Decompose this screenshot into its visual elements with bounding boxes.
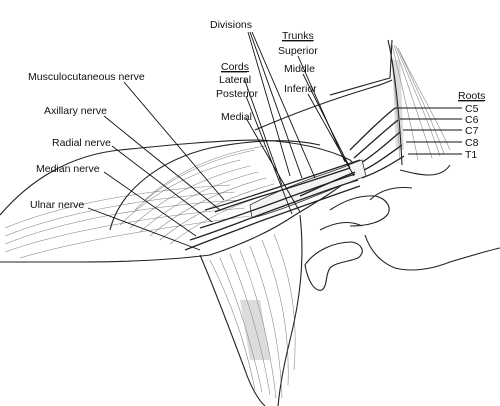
- musculocutaneous-nerve-path: [204, 159, 361, 211]
- labels: Divisions Trunks Superior Middle Inferio…: [28, 19, 485, 211]
- axillary-nerve-path: [214, 167, 351, 213]
- scapula-outline: [319, 221, 363, 231]
- label-trunk-superior: Superior: [278, 45, 318, 57]
- root-c5-nerve: [349, 107, 396, 151]
- chest-outline-2: [277, 214, 303, 406]
- root-c6-nerve: [353, 119, 399, 159]
- label-roots-heading: Roots: [458, 90, 485, 102]
- label-cord-lateral: Lateral: [219, 74, 251, 86]
- chest-fibers: [209, 233, 296, 399]
- label-cord-posterior: Posterior: [216, 88, 259, 100]
- label-axillary-nerve: Axillary nerve: [44, 105, 107, 117]
- coracoid-outline: [304, 241, 363, 291]
- rib-outline: [364, 234, 500, 271]
- label-cords-heading: Cords: [221, 61, 249, 73]
- chest-outline: [199, 254, 266, 406]
- label-root-t1: T1: [465, 149, 477, 161]
- label-root-c7: C7: [465, 125, 479, 137]
- label-ulnar-nerve: Ulnar nerve: [30, 199, 84, 211]
- neck-outline: [254, 79, 393, 131]
- label-root-c5: C5: [465, 103, 479, 115]
- label-divisions: Divisions: [210, 19, 252, 31]
- clavicle-outline: [329, 195, 390, 227]
- label-musculocutaneous-nerve: Musculocutaneous nerve: [28, 71, 145, 83]
- label-cord-medial: Medial: [221, 111, 252, 123]
- plexus-mass: [249, 159, 367, 219]
- rib-outline-2: [369, 186, 413, 201]
- label-trunk-inferior: Inferior: [284, 83, 317, 95]
- label-median-nerve: Median nerve: [36, 163, 100, 175]
- label-radial-nerve: Radial nerve: [52, 137, 111, 149]
- label-root-c6: C6: [465, 114, 479, 126]
- label-trunk-middle: Middle: [284, 63, 315, 75]
- ulnar-nerve-path: [184, 185, 361, 251]
- anatomy-drawing: [0, 39, 500, 406]
- label-trunks-heading: Trunks: [282, 30, 314, 42]
- deltoid-outline: [109, 140, 321, 231]
- neck-outline-2: [329, 39, 393, 96]
- nerve-bundle: [184, 107, 405, 251]
- cord-bundle-path: [299, 171, 356, 197]
- leader-lines: [87, 31, 462, 251]
- label-root-c8: C8: [465, 137, 479, 149]
- median-nerve-path: [189, 179, 359, 241]
- neck-fibers: [387, 39, 451, 176]
